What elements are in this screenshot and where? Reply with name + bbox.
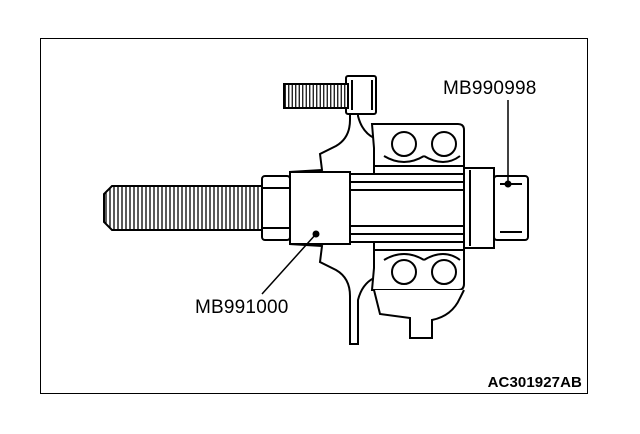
figure-frame bbox=[40, 38, 588, 394]
forcing-screw-thread bbox=[103, 185, 263, 231]
figure-code: AC301927AB bbox=[487, 374, 582, 391]
bearing-balls bbox=[383, 131, 461, 285]
label-mb990998: MB990998 bbox=[443, 78, 537, 99]
hub-bolt-thread bbox=[283, 83, 349, 109]
leader-lines bbox=[261, 100, 509, 295]
tool-mb991000 bbox=[289, 171, 351, 245]
hub-bolt-head bbox=[345, 75, 377, 115]
label-mb991000: MB991000 bbox=[195, 297, 289, 318]
tool-mb990998 bbox=[463, 167, 529, 249]
forcing-nut bbox=[261, 175, 291, 241]
shaft-body bbox=[347, 173, 469, 243]
